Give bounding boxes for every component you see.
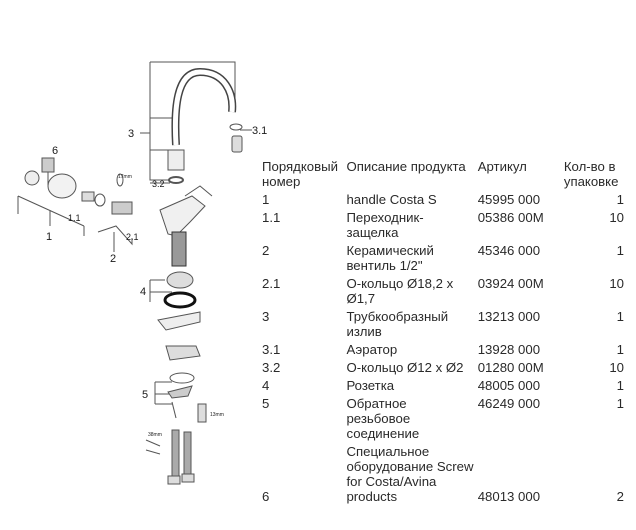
- callout-4-label: 4: [140, 286, 146, 298]
- handle-1-part: [47, 173, 77, 199]
- cell-number: 4: [262, 378, 270, 393]
- table-header-row: Порядковый номер Описание продукта Артик…: [260, 158, 632, 191]
- valve-2-part: [111, 201, 133, 215]
- cell-description: Аэратор: [346, 342, 398, 357]
- cell-article: 45346 000: [477, 243, 541, 258]
- header-article: Артикул: [477, 159, 527, 174]
- cell-article: 48005 000: [477, 378, 541, 393]
- cell-quantity: 10: [609, 276, 624, 291]
- header-number: Порядковый номер: [262, 159, 338, 189]
- table-row: 2.1 О-кольцо Ø18,2 x Ø1,7 03924 00M 10: [260, 275, 632, 308]
- cell-article: 48013 000: [477, 489, 541, 504]
- cell-description: Специальное оборудование Screw for Costa…: [346, 444, 474, 504]
- o-ring-3-2-part: [168, 176, 184, 184]
- table-row: 1 handle Costa S 45995 000 1: [260, 191, 632, 209]
- hoses-part: [171, 429, 180, 479]
- table-row: 3.2 О-кольцо Ø12 x Ø2 01280 00M 10: [260, 359, 632, 377]
- cell-number: 1: [262, 192, 270, 207]
- cell-number: 3.2: [262, 360, 281, 375]
- cell-description: handle Costa S: [346, 192, 437, 207]
- mark-38mm-label: 38mm: [148, 432, 162, 438]
- callout-5-label: 5: [142, 389, 148, 401]
- cell-description: Трубкообразный излив: [346, 309, 449, 339]
- cell-article: 01280 00M: [477, 360, 544, 375]
- cell-description: Обратное резьбовое соединение: [346, 396, 420, 441]
- callout-3-1-label: 3.1: [252, 125, 267, 137]
- cell-quantity: 1: [616, 192, 624, 207]
- callout-2-1-label: 2.1: [126, 232, 139, 242]
- adapter-1-1-part: [81, 191, 95, 202]
- mark-17mm-label: 17mm: [118, 174, 132, 180]
- mark-13mm-label: 13mm: [210, 412, 224, 418]
- cell-number: 2: [262, 243, 270, 258]
- cell-quantity: 1: [616, 342, 624, 357]
- exploded-parts-diagram: 3 3.1 3.2 6 1.1 1 2 2.1 4 5 17mm 13mm 38…: [17, 61, 267, 485]
- table-row: 1.1 Переходник-защелка 05386 00M 10: [260, 209, 632, 242]
- cell-article: 03924 00M: [477, 276, 544, 291]
- callout-3-2-label: 3.2: [152, 179, 165, 189]
- callout-2-label: 2: [110, 253, 116, 265]
- header-quantity: Кол-во в упаковке: [563, 159, 619, 189]
- aerator-part: [229, 123, 243, 131]
- callout-3-label: 3: [128, 128, 134, 140]
- table-row: 2 Керамический вентиль 1/2" 45346 000 1: [260, 242, 632, 275]
- header-description: Описание продукта: [346, 159, 466, 174]
- cell-number: 3: [262, 309, 270, 324]
- faucet-body-part: [159, 195, 206, 237]
- screw-6-part: [41, 157, 55, 173]
- cell-article: 05386 00M: [477, 210, 544, 225]
- callout-6-label: 6: [52, 145, 58, 157]
- cell-quantity: 1: [616, 309, 624, 324]
- cell-description: О-кольцо Ø12 x Ø2: [346, 360, 464, 375]
- cell-number: 6: [262, 489, 270, 504]
- cell-article: 46249 000: [477, 396, 541, 411]
- cell-number: 5: [262, 396, 270, 411]
- table-row: 3.1 Аэратор 13928 000 1: [260, 341, 632, 359]
- cell-quantity: 1: [616, 396, 624, 411]
- parts-table: Порядковый номер Описание продукта Артик…: [260, 158, 632, 506]
- cell-quantity: 2: [616, 489, 624, 504]
- callout-1-label: 1: [46, 231, 52, 243]
- cell-description: Керамический вентиль 1/2": [346, 243, 434, 273]
- table-row: 5 Обратное резьбовое соединение 46249 00…: [260, 395, 632, 443]
- cell-number: 3.1: [262, 342, 281, 357]
- cell-article: 13928 000: [477, 342, 541, 357]
- cell-quantity: 10: [609, 210, 624, 225]
- cell-quantity: 10: [609, 360, 624, 375]
- cell-quantity: 1: [616, 243, 624, 258]
- cell-quantity: 1: [616, 378, 624, 393]
- cell-article: 13213 000: [477, 309, 541, 324]
- table-row: 6 Специальное оборудование Screw for Cos…: [260, 443, 632, 506]
- callout-1-1-label: 1.1: [68, 213, 81, 223]
- cell-number: 1.1: [262, 210, 281, 225]
- callout-3-bracket: [149, 61, 236, 181]
- connector-5-part: [169, 372, 195, 384]
- cell-description: О-кольцо Ø18,2 x Ø1,7: [346, 276, 454, 306]
- cell-description: Переходник-защелка: [346, 210, 424, 240]
- cell-article: 45995 000: [477, 192, 541, 207]
- table-row: 3 Трубкообразный излив 13213 000 1: [260, 308, 632, 341]
- cell-number: 2.1: [262, 276, 281, 291]
- rosette-4-part: [166, 271, 194, 289]
- table-row: 4 Розетка 48005 000 1: [260, 377, 632, 395]
- rosette-4-bracket: [149, 279, 172, 302]
- cell-description: Розетка: [346, 378, 395, 393]
- connector-5-bracket: [154, 381, 172, 405]
